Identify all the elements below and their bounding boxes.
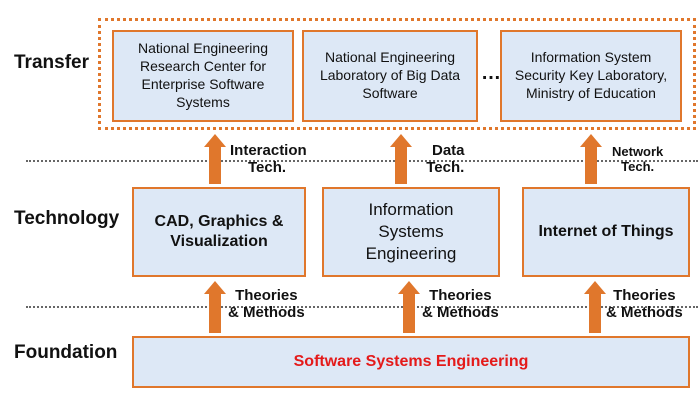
arrow-network-tech (580, 134, 602, 184)
technology-box-label: Internet of Things (538, 222, 674, 240)
technology-box-cad-graphics: CAD, Graphics & Visualization (132, 187, 306, 277)
edge-label-line: Interaction (230, 142, 307, 159)
edge-label-line: & Methods (606, 304, 683, 322)
edge-label-network-tech: Network Tech. (612, 144, 664, 175)
transfer-group-frame (98, 18, 696, 130)
edge-label-line: Theories (235, 287, 298, 304)
edge-label-line: Data (432, 142, 465, 159)
transfer-box-label: National Engineering Research Center for… (138, 40, 268, 110)
edge-label-line: Tech. (248, 159, 287, 177)
layer-label-technology: Technology (14, 208, 120, 229)
edge-label-line: Theories (429, 287, 492, 304)
edge-label-line: & Methods (422, 304, 499, 322)
edge-label-line: & Methods (228, 304, 305, 322)
technology-box-information-systems: Information Systems Engineering (322, 187, 500, 277)
edge-label-line: Tech. (426, 159, 465, 177)
edge-label-line: Network (612, 144, 664, 159)
transfer-ellipsis: … (481, 62, 501, 84)
layer-label-transfer: Transfer (14, 52, 89, 73)
edge-label-line: Theories (613, 287, 676, 304)
separator-technology-foundation (26, 306, 698, 308)
transfer-box-label: National Engineering Laboratory of Big D… (319, 49, 461, 101)
technology-box-internet-of-things: Internet of Things (522, 187, 690, 277)
layer-label-foundation: Foundation (14, 342, 118, 363)
edge-label-theories-methods-center: Theories & Methods (422, 287, 499, 322)
technology-box-label: Information Systems Engineering (365, 200, 457, 263)
transfer-box-security-lab: Information System Security Key Laborato… (500, 30, 682, 122)
transfer-box-enterprise-software: National Engineering Research Center for… (112, 30, 294, 122)
transfer-box-label: Information System Security Key Laborato… (514, 49, 668, 101)
separator-transfer-technology (26, 160, 698, 162)
edge-label-line: Tech. (621, 158, 655, 174)
edge-label-theories-methods-right: Theories & Methods (606, 287, 683, 322)
transfer-box-big-data: National Engineering Laboratory of Big D… (302, 30, 478, 122)
foundation-box-software-systems-engineering: Software Systems Engineering (132, 336, 690, 388)
arrow-interaction-tech (204, 134, 226, 184)
technology-box-label: CAD, Graphics & Visualization (154, 212, 284, 250)
edge-label-theories-methods-left: Theories & Methods (228, 287, 305, 322)
arrow-theories-methods-right (584, 281, 606, 333)
edge-label-data-tech: Data Tech. (426, 142, 465, 177)
foundation-box-label: Software Systems Engineering (293, 352, 529, 370)
arrow-data-tech (390, 134, 412, 184)
arrow-theories-methods-left (204, 281, 226, 333)
edge-label-interaction-tech: Interaction Tech. (230, 142, 307, 177)
arrow-theories-methods-center (398, 281, 420, 333)
